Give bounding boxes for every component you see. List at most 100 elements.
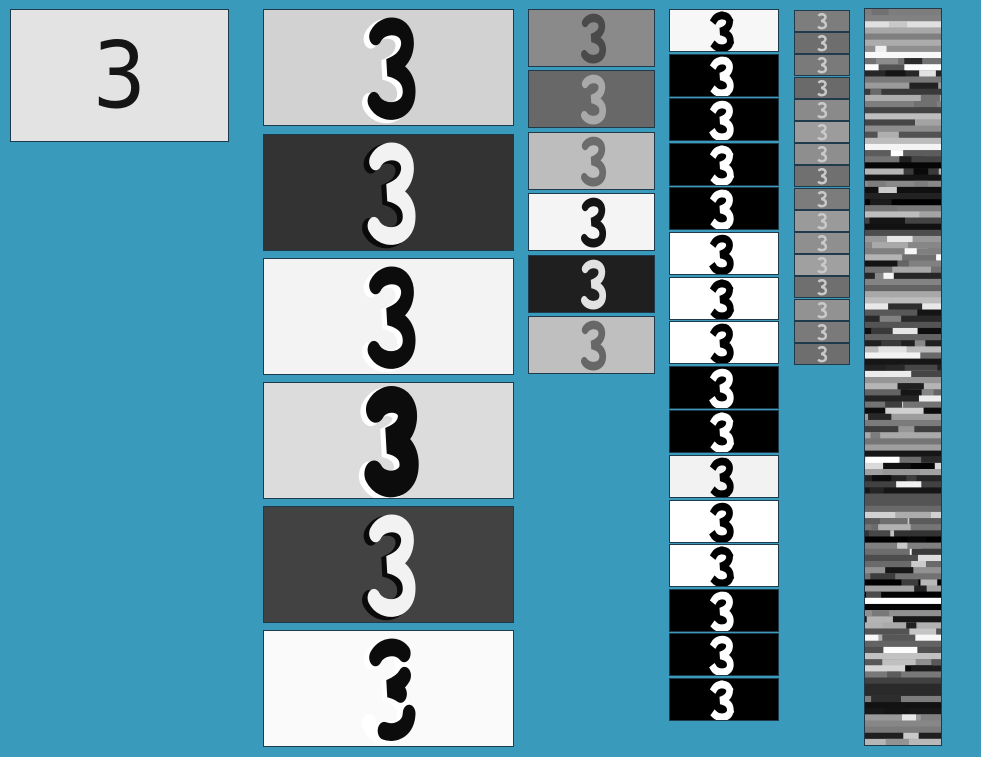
layer4-map-13 [794, 276, 850, 299]
layer3-map-16 [669, 678, 779, 721]
layer4-map-pattern [817, 57, 828, 74]
output-vector-segment [885, 407, 924, 415]
output-vector-segment [908, 738, 941, 745]
output-vector-row [865, 640, 941, 648]
output-vector-segment [917, 554, 941, 562]
layer4-map-pattern [817, 235, 828, 252]
output-vector-row [865, 180, 941, 188]
output-vector-segment [920, 579, 938, 586]
output-vector-row [865, 199, 941, 206]
layer3-map-3 [669, 98, 779, 142]
layer3-map-13 [669, 544, 779, 588]
output-vector-row [865, 33, 941, 40]
output-vector-segment [904, 248, 928, 255]
output-vector-row [865, 548, 941, 556]
output-feature-vector [864, 8, 942, 746]
output-vector-segment [879, 315, 902, 323]
output-vector-segment [888, 303, 923, 310]
output-vector-row [865, 229, 941, 237]
output-vector-segment [913, 168, 929, 175]
layer4-map-pattern [817, 146, 828, 163]
layer1-map-3 [263, 258, 514, 375]
layer3-map-pattern [709, 680, 734, 720]
output-vector-row [865, 597, 941, 605]
output-vector-row [865, 702, 941, 709]
layer4-map-6 [794, 121, 850, 143]
output-vector-row [865, 334, 941, 341]
output-vector-segment [882, 659, 916, 666]
output-vector-row [865, 58, 941, 65]
output-vector-row [865, 573, 941, 580]
output-vector-row [865, 352, 941, 359]
output-vector-segment [920, 352, 941, 359]
layer2-map-4 [528, 193, 655, 251]
output-vector-segment [911, 156, 941, 163]
output-vector-row [865, 395, 941, 402]
output-vector-segment [883, 462, 911, 470]
output-vector-row [865, 9, 941, 16]
layer3-map-15 [669, 633, 779, 677]
output-vector-segment [897, 542, 908, 550]
output-vector-segment [911, 548, 941, 556]
output-vector-segment [866, 591, 882, 599]
output-vector-row [865, 94, 941, 102]
output-vector-segment [882, 622, 919, 629]
output-vector-segment [887, 235, 913, 243]
output-vector-row [865, 370, 941, 378]
output-vector-row [865, 585, 941, 592]
layer1-map-digit [362, 142, 416, 249]
layer4-map-1 [794, 10, 850, 32]
output-vector-row [865, 278, 941, 286]
output-vector-row [865, 223, 941, 231]
output-vector-segment [897, 383, 924, 390]
layer1-map-4 [263, 382, 514, 499]
output-vector-segment [881, 340, 902, 347]
layer3-map-5 [669, 187, 779, 231]
output-vector-segment [868, 530, 891, 537]
layer4-map-4 [794, 76, 850, 99]
layer1-map-6 [263, 630, 514, 747]
output-vector-segment [866, 616, 893, 623]
output-vector-segment [911, 665, 941, 672]
layer3-map-9 [669, 365, 779, 409]
output-vector-row [865, 107, 941, 114]
layer3-map-pattern [709, 636, 734, 676]
output-vector-segment [890, 150, 904, 157]
output-vector-segment [878, 524, 911, 531]
output-vector-row [865, 143, 941, 151]
output-vector-segment [919, 211, 941, 218]
layer3-map-pattern [709, 11, 734, 51]
output-vector-segment [901, 579, 919, 586]
output-vector-row [865, 450, 941, 458]
output-vector-segment [889, 21, 908, 28]
output-vector-row [865, 610, 941, 617]
output-vector-segment [903, 732, 919, 740]
layer2-map-1 [528, 9, 655, 67]
output-vector-row [865, 272, 941, 280]
output-vector-row [865, 689, 941, 697]
layer3-map-pattern [709, 56, 734, 96]
output-vector-segment [920, 646, 931, 654]
output-vector-row [865, 137, 941, 145]
layer4-map-pattern [817, 279, 828, 296]
layer4-map-pattern [817, 124, 828, 141]
input-digit-image: 3 [10, 9, 229, 142]
output-vector-segment [917, 309, 941, 316]
output-vector-segment [915, 591, 941, 599]
output-vector-row [865, 39, 941, 47]
layer1-map-5 [263, 506, 514, 623]
output-vector-segment [870, 573, 896, 580]
output-vector-segment [879, 518, 908, 525]
output-vector-row [865, 616, 941, 623]
output-vector-segment [899, 364, 938, 372]
output-vector-row [865, 732, 941, 740]
output-vector-row [865, 248, 941, 255]
output-vector-segment [885, 401, 903, 408]
output-vector-row [865, 76, 941, 83]
output-vector-segment [891, 327, 918, 335]
layer2-map-digit [580, 136, 606, 187]
output-vector-row [865, 205, 941, 212]
output-vector-row [865, 603, 941, 611]
output-vector-segment [869, 217, 906, 224]
output-vector-segment [882, 469, 920, 476]
